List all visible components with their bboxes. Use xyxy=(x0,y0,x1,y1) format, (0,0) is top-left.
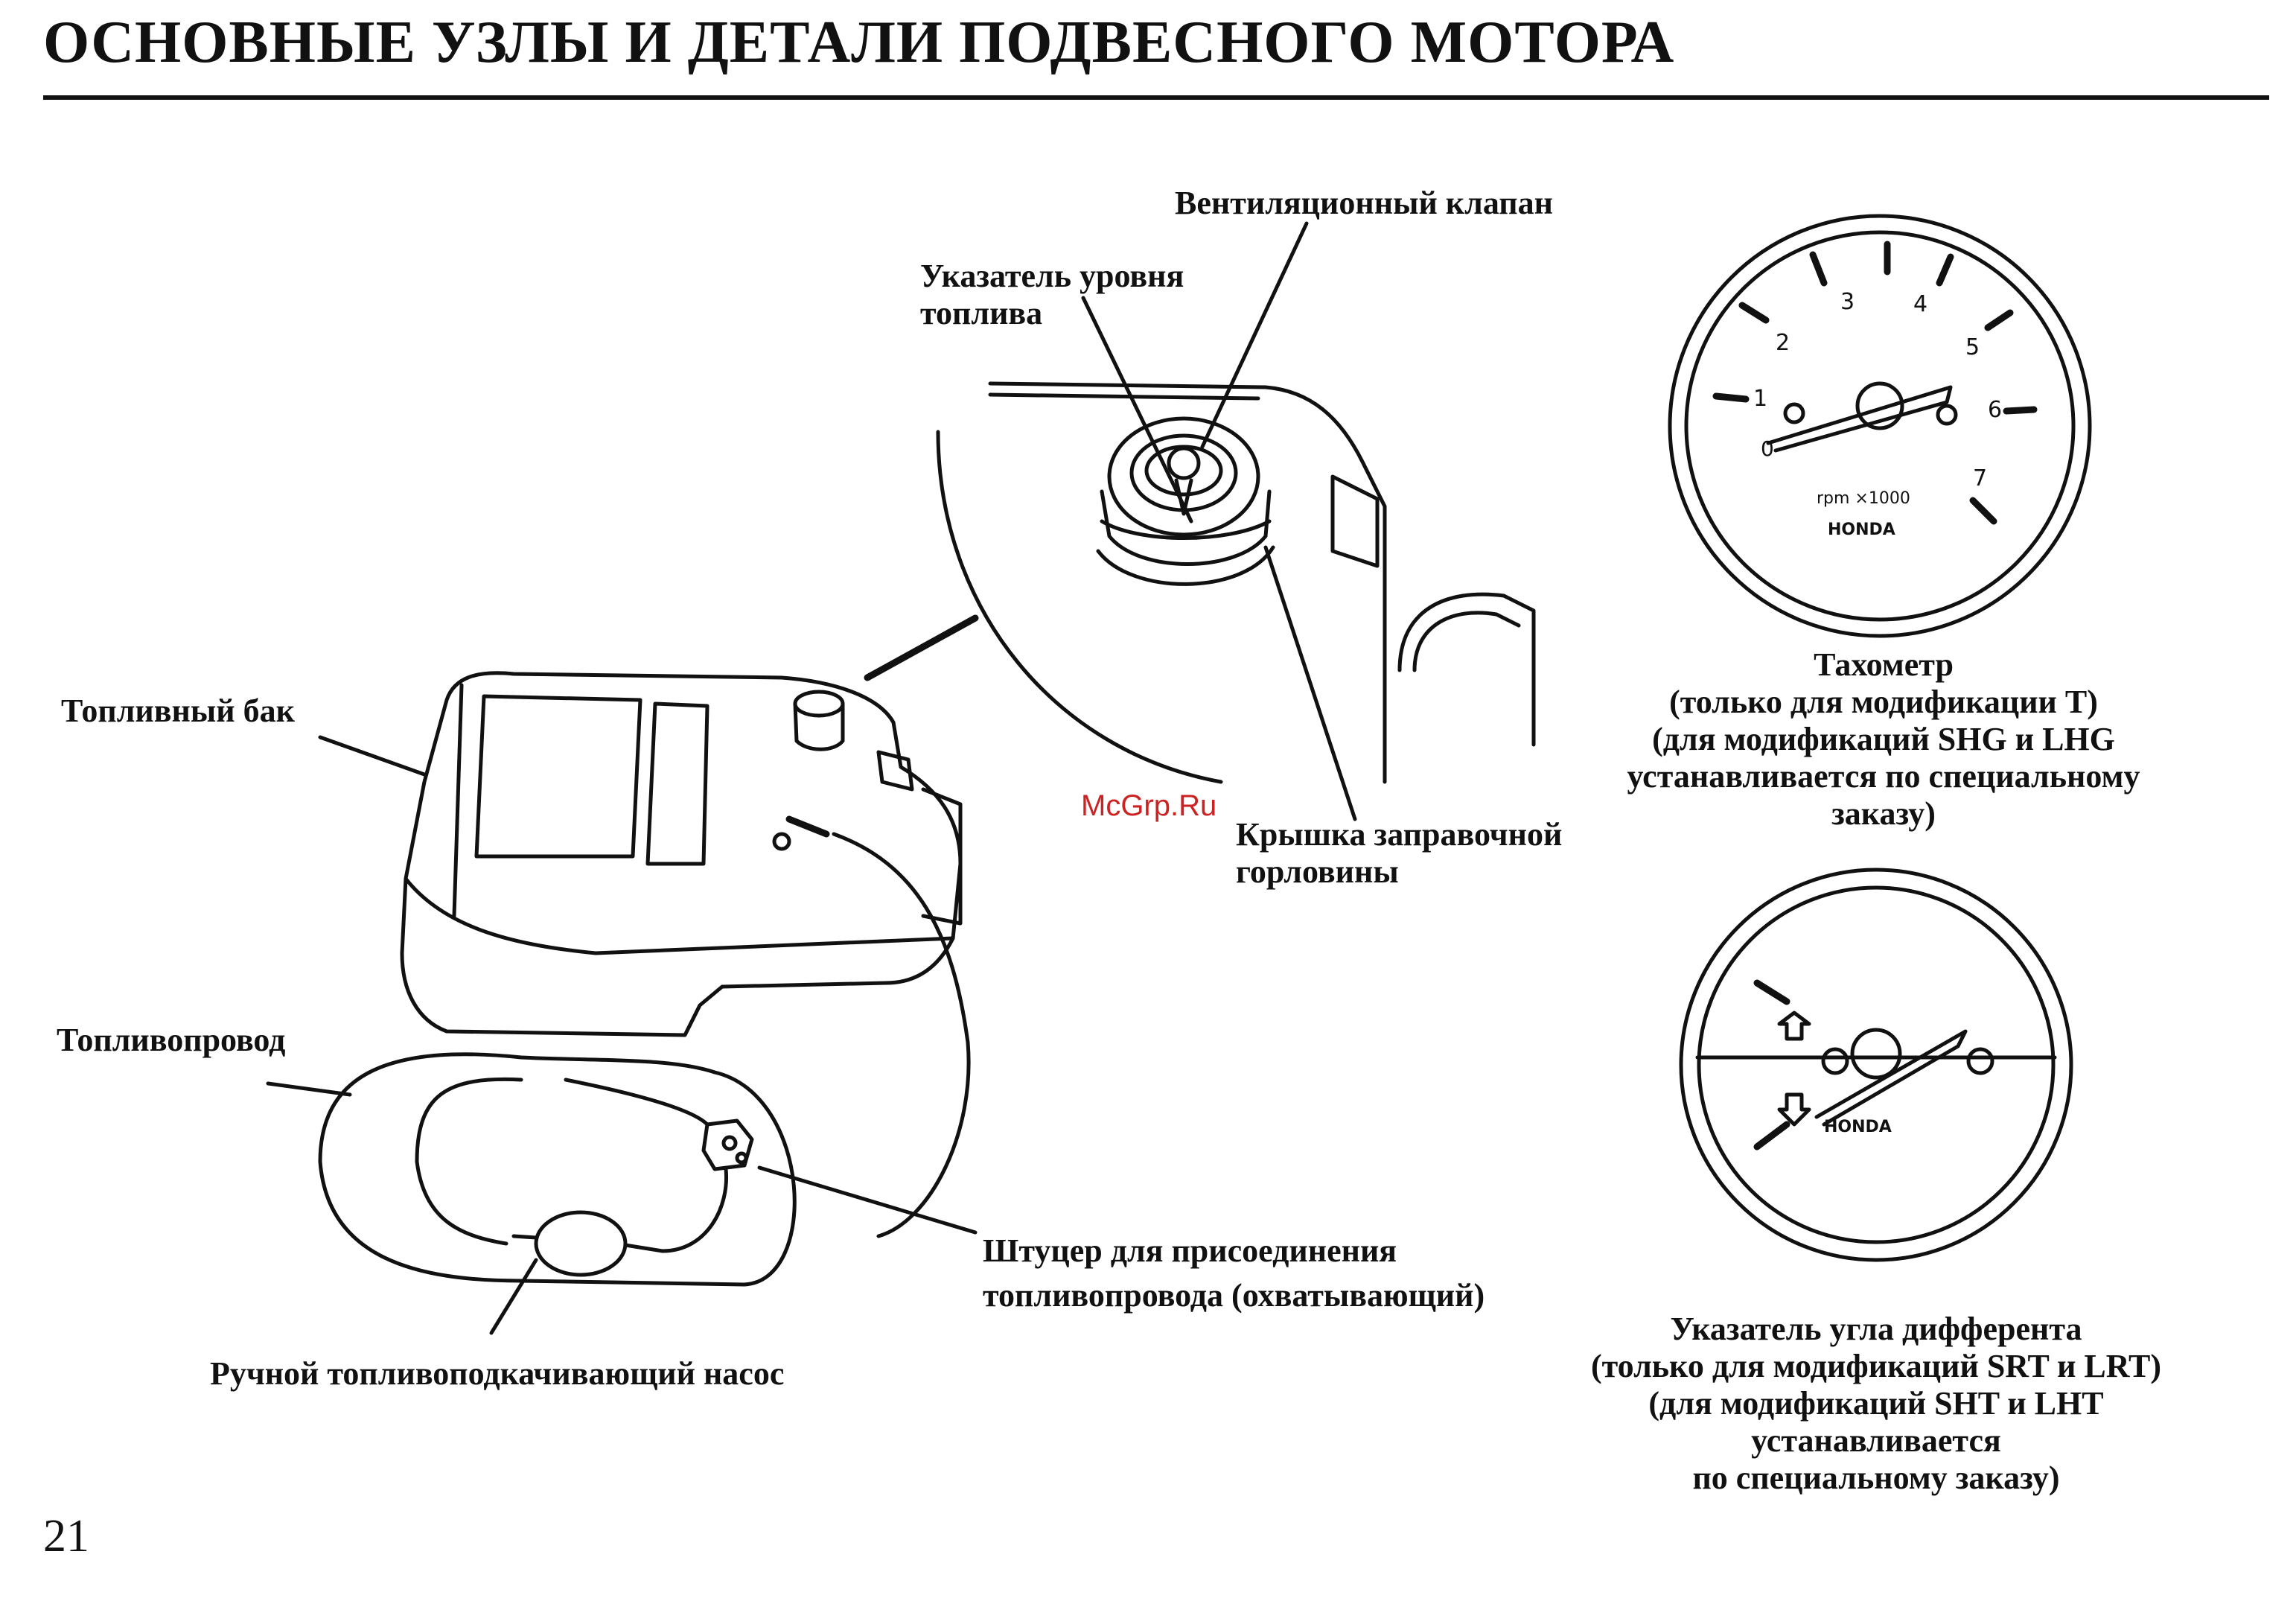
svg-text:4: 4 xyxy=(1913,291,1927,317)
svg-text:3: 3 xyxy=(1840,289,1855,315)
svg-text:2: 2 xyxy=(1776,330,1790,356)
fuel-tank-label: Топливный бак xyxy=(61,693,295,729)
connector-label: Штуцер для присоединения топливопровода … xyxy=(983,1232,1485,1314)
leader-lines xyxy=(266,221,1357,1335)
watermark: McGrp.Ru xyxy=(1081,789,1217,822)
trim-gauge-drawing: HONDA xyxy=(1679,868,2073,1262)
fuel-line-label: Топливопровод xyxy=(57,1022,286,1058)
vent-valve-label: Вентиляционный клапан xyxy=(1175,185,1553,221)
svg-text:1: 1 xyxy=(1753,386,1767,412)
svg-text:rpm ×1000: rpm ×1000 xyxy=(1817,489,1910,508)
svg-text:6: 6 xyxy=(1988,397,2002,423)
fuel-line-drawing xyxy=(318,1052,797,1287)
svg-text:5: 5 xyxy=(1965,334,1980,360)
fuel-tank-drawing xyxy=(400,671,971,1238)
filler-cap-label: Крышка заправочной горловины xyxy=(1236,816,1563,890)
svg-text:HONDA: HONDA xyxy=(1828,521,1895,539)
trim-gauge-caption: Указатель угла дифферента (только для мо… xyxy=(1590,1311,2162,1496)
fuel-gauge-label: Указатель уровня топлива xyxy=(920,258,1184,331)
tachometer-drawing: 1 2 3 4 5 6 7 0 rpm ×1000 HONDA xyxy=(1668,214,2092,638)
page-number: 21 xyxy=(43,1511,89,1562)
svg-text:HONDA: HONDA xyxy=(1824,1118,1892,1136)
filler-detail-drawing xyxy=(864,381,1536,784)
svg-text:0: 0 xyxy=(1761,436,1774,461)
tachometer-caption: Тахометр (только для модификации T) (для… xyxy=(1627,646,2140,832)
primer-bulb-label: Ручной топливоподкачивающий насос xyxy=(210,1355,785,1392)
page-title: ОСНОВНЫЕ УЗЛЫ И ДЕТАЛИ ПОДВЕСНОГО МОТОРА xyxy=(43,10,1675,75)
title-rule xyxy=(43,95,2269,100)
svg-text:7: 7 xyxy=(1973,465,1987,491)
